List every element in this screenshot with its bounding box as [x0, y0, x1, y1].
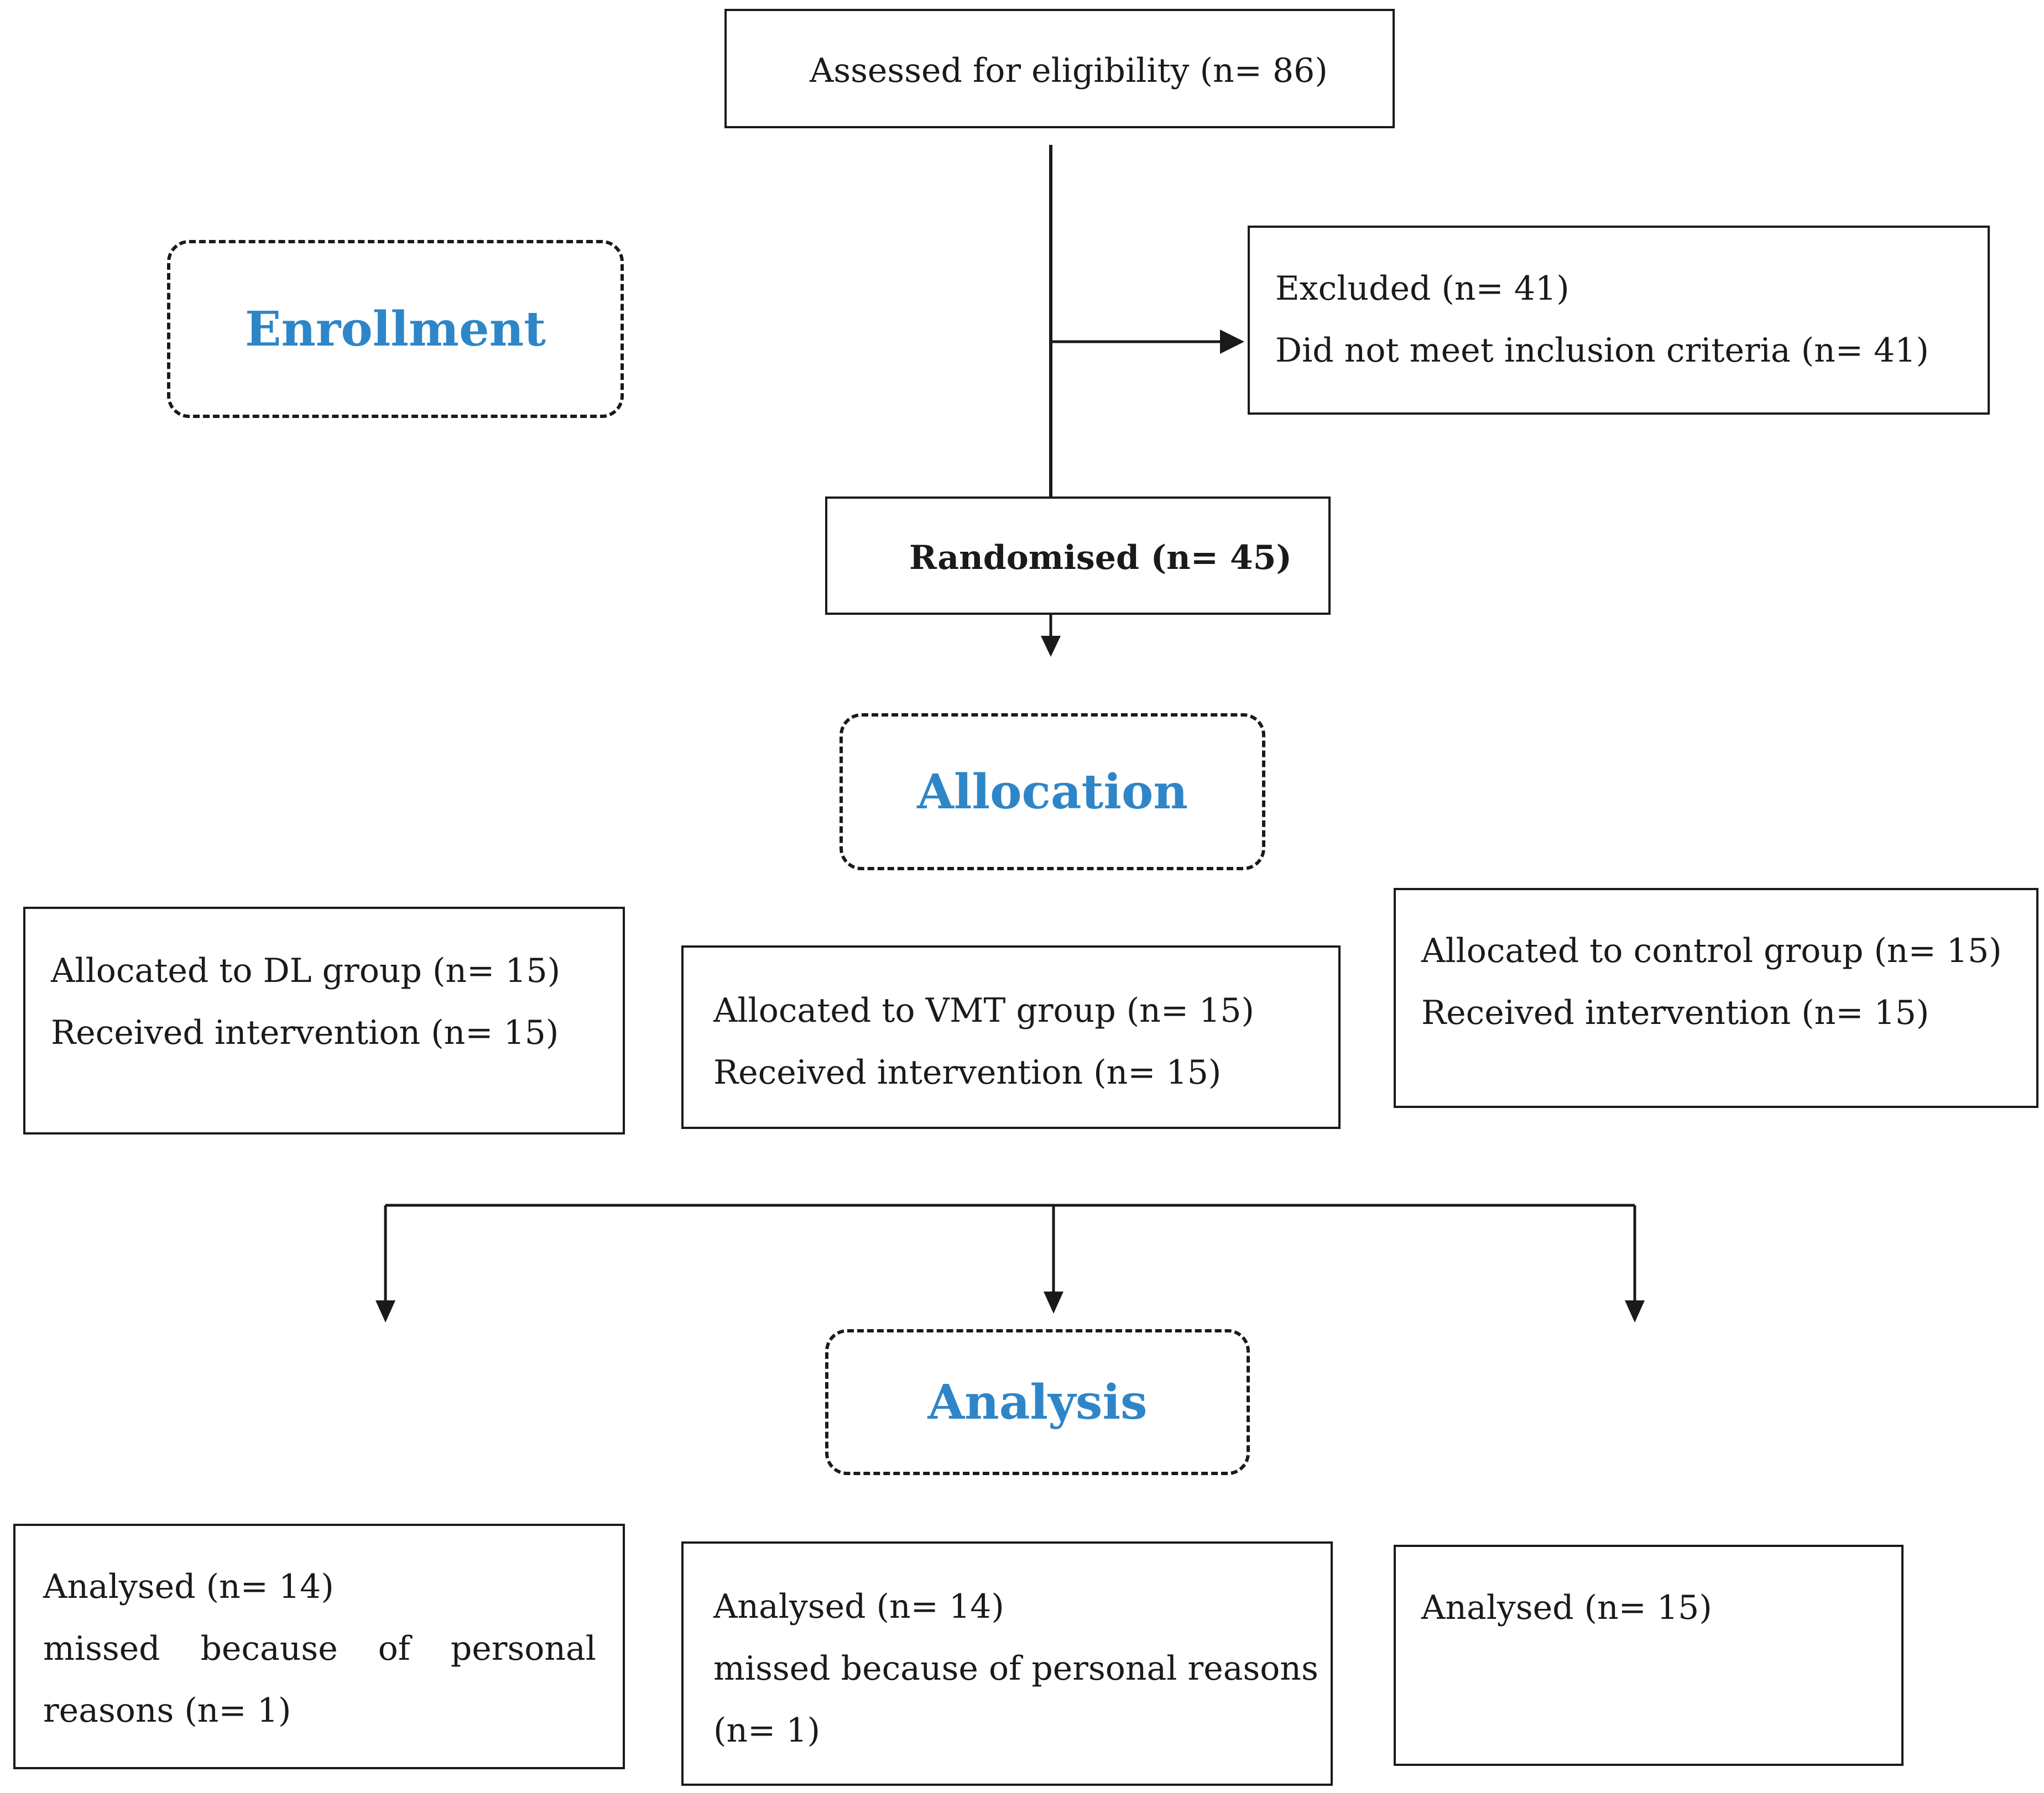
allocation-phase-label: Allocation [917, 764, 1188, 820]
dl-analysis-line3: reasons (n= 1) [43, 1691, 291, 1730]
dl-analysis-box: Analysed (n= 14) missed because of perso… [13, 1524, 625, 1769]
excluded-line1: Excluded (n= 41) [1275, 269, 1569, 308]
vmt-analysis-box: Analysed (n= 14) missed because of perso… [681, 1541, 1333, 1786]
dl-analysis-line2: missed because of personal [43, 1629, 596, 1668]
randomised-arrowhead [1041, 636, 1061, 657]
assessed-label: Assessed for eligibility (n= 86) [810, 51, 1328, 90]
vmt-analysis-line1: Analysed (n= 14) [713, 1587, 1004, 1626]
vmt-allocation-line2: Received intervention (n= 15) [713, 1053, 1222, 1092]
allocation-phase-box: Allocation [839, 713, 1265, 870]
randomised-label: Randomised (n= 45) [909, 539, 1292, 577]
control-allocation-box: Allocated to control group (n= 15) Recei… [1394, 888, 2038, 1108]
assessed-box: Assessed for eligibility (n= 86) [724, 9, 1395, 128]
excluded-arrowhead [1220, 330, 1244, 354]
enrollment-phase-box: Enrollment [167, 240, 624, 418]
control-allocation-line1: Allocated to control group (n= 15) [1421, 932, 2002, 970]
dl-allocation-box: Allocated to DL group (n= 15) Received i… [23, 907, 625, 1135]
dl-analysis-line1: Analysed (n= 14) [43, 1567, 334, 1606]
vmt-analysis-line3: (n= 1) [713, 1711, 820, 1750]
analysis-phase-box: Analysis [825, 1329, 1250, 1475]
enrollment-phase-label: Enrollment [244, 301, 546, 357]
analysis-left-arrowhead [376, 1300, 395, 1322]
dl-allocation-line1: Allocated to DL group (n= 15) [51, 952, 561, 990]
analysis-right-arrowhead [1625, 1300, 1645, 1322]
analysis-middle-arrowhead [1044, 1292, 1063, 1314]
randomised-box: Randomised (n= 45) [825, 496, 1331, 615]
excluded-box: Excluded (n= 41) Did not meet inclusion … [1248, 226, 1990, 415]
vmt-analysis-line2: missed because of personal reasons [713, 1649, 1318, 1688]
excluded-line2: Did not meet inclusion criteria (n= 41) [1275, 331, 1929, 370]
vmt-allocation-box: Allocated to VMT group (n= 15) Received … [681, 945, 1341, 1129]
analysis-phase-label: Analysis [927, 1374, 1148, 1430]
control-allocation-line2: Received intervention (n= 15) [1421, 994, 1930, 1032]
vmt-allocation-line1: Allocated to VMT group (n= 15) [713, 991, 1254, 1030]
dl-allocation-line2: Received intervention (n= 15) [51, 1013, 559, 1052]
control-analysis-box: Analysed (n= 15) [1394, 1545, 1904, 1766]
control-analysis-line1: Analysed (n= 15) [1421, 1588, 1712, 1627]
